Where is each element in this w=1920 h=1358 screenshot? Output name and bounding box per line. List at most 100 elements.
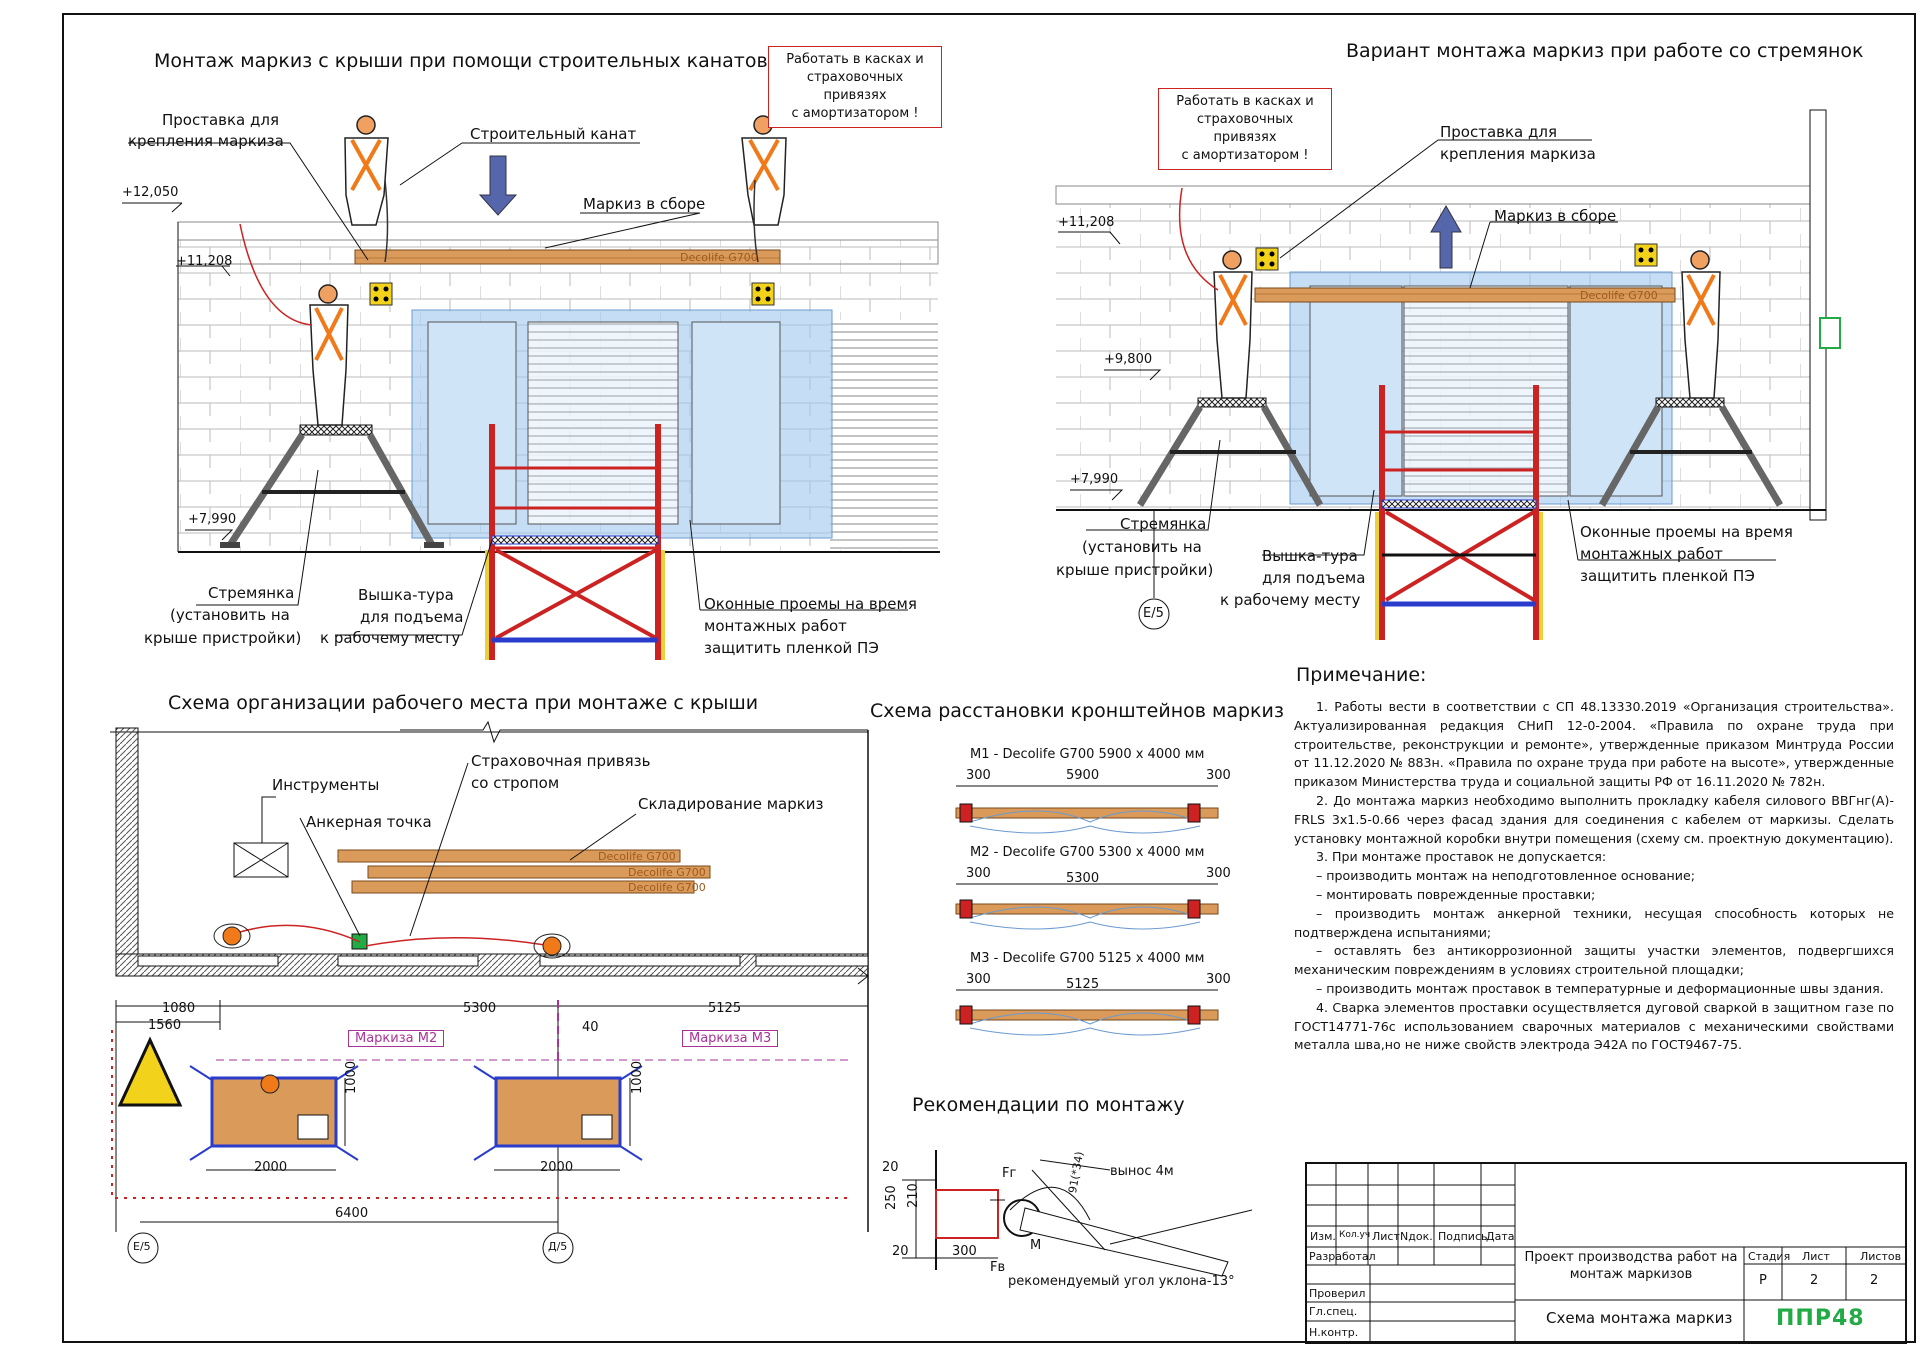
dim-1000-a: 1000 (344, 1060, 359, 1094)
bracket-row-1-right: 300 (1206, 768, 1231, 783)
panel-b-level-3: +7,990 (1070, 472, 1119, 487)
axis-e5: Е/5 (133, 1240, 151, 1253)
title-block-frame (1305, 1162, 1907, 1344)
tb-role-chief: Гл.спец. (1309, 1305, 1358, 1318)
dim-250: 250 (884, 1185, 899, 1210)
dim-20-bottom: 20 (892, 1244, 909, 1259)
panel-a-level-2: +11,208 (176, 254, 233, 269)
bracket-row-2-left: 300 (966, 866, 991, 881)
warning-line: Работать в касках и (1176, 94, 1314, 109)
panel-c-brand-3: Decolife G700 (628, 881, 706, 894)
tb-stage-head: Стадия (1748, 1250, 1791, 1263)
warning-line: страховочных привязях (806, 70, 904, 103)
panel-b-title: Вариант монтажа маркиз при работе со стр… (1346, 40, 1864, 62)
awning-m3-label: Маркиза М3 (682, 1030, 779, 1047)
panel-b-ladder-2: (установить на (1082, 538, 1202, 556)
panel-a-spacer-label-1: Проставка для (162, 111, 279, 129)
panel-a-tower-2: для подъема (360, 608, 464, 626)
panel-a-brand: Decolife G700 (680, 251, 758, 264)
note-item: – производить монтаж анкерной техники, н… (1294, 905, 1894, 940)
tb-col-kol: Кол.уч (1339, 1230, 1371, 1240)
dim-2000-b: 2000 (540, 1160, 574, 1175)
panel-b-windows-3: защитить пленкой ПЭ (1580, 567, 1755, 585)
note-item: 4. Сварка элементов проставки осуществля… (1294, 999, 1894, 1053)
bracket-row-3-mid: 5125 (1066, 977, 1100, 992)
panel-c-harness-2: со стропом (471, 774, 560, 792)
panel-a-windows-2: монтажных работ (704, 617, 847, 635)
panel-b-awning: Маркиз в сборе (1494, 207, 1617, 225)
panel-b-level-2: +9,800 (1104, 352, 1153, 367)
tb-role-check: Проверил (1309, 1287, 1366, 1300)
tb-stage: Р (1759, 1273, 1767, 1288)
panel-b-axis: Е/5 (1143, 606, 1164, 621)
panel-c-harness-1: Страховочная привязь (471, 752, 651, 770)
note-item: 3. При монтаже проставок не допускается: (1316, 849, 1607, 865)
dim-1000-b: 1000 (630, 1060, 645, 1094)
note-item: – монтировать поврежденные проставки; (1316, 886, 1596, 902)
note-item: – производить монтаж проставок в темпера… (1316, 980, 1884, 996)
panel-a-title: Монтаж маркиз с крыши при помощи строите… (154, 50, 768, 72)
notes-heading: Примечание: (1296, 664, 1427, 686)
warning-line: с амортизатором ! (791, 106, 919, 121)
note-item: 2. До монтажа маркиз необходимо выполнит… (1294, 792, 1894, 846)
dim-1080: 1080 (162, 1001, 196, 1016)
panel-d-drawing (955, 785, 1219, 1036)
panel-c-drawing (110, 720, 869, 1264)
panel-e-drawing (902, 1150, 1253, 1277)
tb-role-norm: Н.контр. (1309, 1326, 1359, 1339)
dim-20-top: 20 (882, 1160, 899, 1175)
sheet-frame (62, 13, 1916, 1343)
note-item: 1. Работы вести в соответствии с СП 48.1… (1294, 699, 1894, 790)
tb-project-line: Проект производства работ на (1524, 1250, 1738, 1265)
warning-line: страховочных привязях (1196, 112, 1294, 145)
panel-b-tower-3: к рабочему месту (1220, 591, 1361, 609)
tb-sheet: 2 (1810, 1273, 1819, 1288)
panel-a-ladder-1: Стремянка (208, 584, 295, 602)
panel-c-title: Схема организации рабочего места при мон… (168, 692, 759, 714)
panel-a-warning: Работать в касках и страховочных привязя… (768, 46, 942, 128)
panel-d-title: Схема расстановки кронштейнов маркиз (870, 700, 1284, 722)
dim-5125: 5125 (708, 1001, 742, 1016)
bracket-row-2-right: 300 (1206, 866, 1231, 881)
bracket-row-2-label: М2 - Decolife G700 5300 х 4000 мм (970, 845, 1205, 860)
note-item: – оставлять без антикоррозионной защиты … (1294, 943, 1894, 978)
panel-e-title: Рекомендации по монтажу (912, 1094, 1185, 1116)
panel-a-ladder-3: крыше пристройки) (144, 629, 302, 647)
panel-b-drawing (1055, 109, 1841, 640)
overhang-label: вынос 4м (1110, 1164, 1174, 1179)
tb-col-date: Дата (1486, 1230, 1515, 1243)
panel-a-tower-1: Вышка-тура (358, 586, 454, 604)
panel-b-level-1: +11,208 (1058, 215, 1115, 230)
bracket-row-1-label: М1 - Decolife G700 5900 х 4000 мм (970, 747, 1205, 762)
force-fg: Fг (1002, 1166, 1017, 1181)
force-fv: Fв (990, 1260, 1006, 1275)
tb-sheets: 2 (1870, 1273, 1879, 1288)
bracket-row-3-left: 300 (966, 972, 991, 987)
panel-c-storage: Складирование маркиз (638, 795, 824, 813)
panel-c-brand-1: Decolife G700 (598, 850, 676, 863)
bracket-row-3-right: 300 (1206, 972, 1231, 987)
bracket-row-3-label: М3 - Decolife G700 5125 х 4000 мм (970, 951, 1205, 966)
awning-m2-label: Маркиза М2 (348, 1030, 445, 1047)
panel-a-level-3: +7,990 (188, 512, 237, 527)
panel-b-tower-1: Вышка-тура (1262, 547, 1358, 565)
dim-300: 300 (952, 1244, 977, 1259)
bracket-row-2-mid: 5300 (1066, 871, 1100, 886)
warning-line: с амортизатором ! (1181, 148, 1309, 163)
tb-drawing-name: Схема монтажа маркиз (1546, 1309, 1733, 1327)
dim-2000-a: 2000 (254, 1160, 288, 1175)
tb-col-izm: Изм. (1310, 1230, 1336, 1243)
panel-b-ladder-1: Стремянка (1120, 515, 1207, 533)
panel-a-tower-3: к рабочему месту (320, 629, 461, 647)
tb-sheets-head: Листов (1860, 1250, 1902, 1263)
tb-role-dev: Разработал (1309, 1250, 1376, 1263)
bracket-row-1-mid: 5900 (1066, 768, 1100, 783)
tb-sheet-head: Лист (1802, 1250, 1830, 1263)
tb-col-ndok: Nдок. (1400, 1230, 1433, 1243)
axis-d5: Д/5 (548, 1240, 568, 1253)
dim-40: 40 (582, 1020, 599, 1035)
notes-body: 1. Работы вести в соответствии с СП 48.1… (1294, 698, 1894, 1055)
panel-a-spacer-label-2: крепления маркиза (128, 132, 284, 150)
angle-label: рекомендуемый угол уклона-13° (1008, 1274, 1235, 1289)
